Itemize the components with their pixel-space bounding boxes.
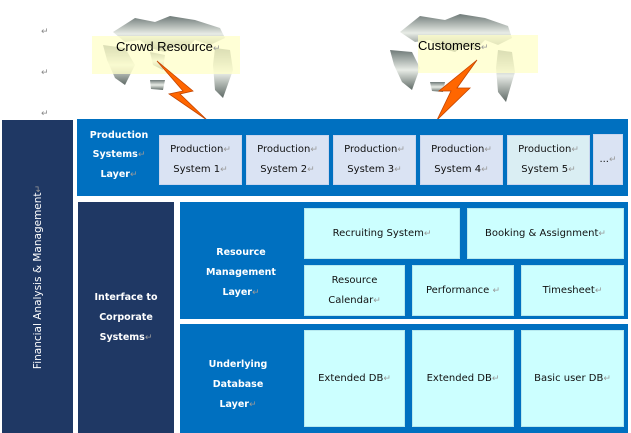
- box-line: System 5: [521, 164, 569, 175]
- more-label: ...: [599, 153, 609, 165]
- paragraph-mark: ↵: [480, 42, 489, 52]
- title-line: Layer↵: [182, 283, 300, 303]
- box-label: Basic user DB: [534, 372, 604, 384]
- box-line: Production: [344, 144, 398, 155]
- paragraph-mark: ↵: [609, 154, 617, 165]
- paragraph-mark: ↵: [144, 333, 153, 343]
- production-system-4[interactable]: Production↵ System 4↵: [420, 135, 503, 185]
- box-line: Production: [518, 144, 572, 155]
- extended-db-box-1[interactable]: Extended DB↵: [304, 330, 405, 427]
- production-system-3[interactable]: Production↵ System 3↵: [333, 135, 416, 185]
- paragraph-mark: ↵: [129, 170, 138, 180]
- box-line: System 3: [347, 164, 395, 175]
- basic-user-db-box[interactable]: Basic user DB↵: [521, 330, 624, 427]
- interface-line: Systems↵: [78, 328, 174, 348]
- box-label: Extended DB: [426, 372, 492, 384]
- customers-band: [418, 35, 538, 73]
- box-line: Calendar: [328, 294, 374, 306]
- paragraph-mark: ↵: [33, 184, 44, 192]
- paragraph-mark: ↵: [492, 285, 501, 296]
- paragraph-mark: ↵: [383, 373, 391, 384]
- resource-calendar-box[interactable]: Resource Calendar↵: [304, 265, 405, 316]
- customers-text: Customers: [418, 38, 481, 53]
- financial-analysis-panel: Financial Analysis & Management↵: [2, 120, 73, 433]
- financial-analysis-label: Financial Analysis & Management↵: [32, 184, 44, 368]
- production-system-2[interactable]: Production↵ System 2↵: [246, 135, 329, 185]
- resource-layer-title: Resource Management Layer↵: [182, 243, 300, 303]
- paragraph-mark: ↵: [397, 145, 405, 155]
- paragraph-mark: ↵: [598, 228, 606, 239]
- box-line: System 1: [173, 164, 221, 175]
- crowd-resource-label: Crowd Resource↵: [116, 39, 220, 54]
- interface-line: Interface to: [94, 292, 158, 303]
- title-line: Layer↵: [80, 165, 158, 185]
- title-line: Layer↵: [182, 395, 294, 415]
- paragraph-mark: ↵: [423, 228, 432, 239]
- interface-line-text: Systems: [99, 332, 145, 343]
- paragraph-mark: ↵: [223, 145, 231, 155]
- recruiting-system-box[interactable]: Recruiting System↵: [304, 208, 460, 259]
- crowd-resource-band: [92, 36, 240, 74]
- paragraph-mark: ↵: [481, 165, 489, 175]
- box-line: Production: [170, 144, 224, 155]
- financial-analysis-text: Financial Analysis & Management: [31, 191, 44, 369]
- lightning-bolt-icon: [156, 60, 208, 121]
- box-line: System 2: [260, 164, 308, 175]
- paragraph-mark: ↵: [594, 285, 603, 296]
- database-layer-title: Underlying Database Layer↵: [182, 355, 294, 415]
- performance-box[interactable]: Performance ↵: [412, 265, 514, 316]
- title-line-text: Layer: [100, 169, 130, 180]
- interface-line: Corporate: [99, 312, 153, 323]
- box-label: Performance: [425, 284, 490, 296]
- paragraph-mark: ↵: [571, 145, 579, 155]
- crowd-resource-text: Crowd Resource: [116, 39, 213, 54]
- paragraph-mark: ↵: [491, 373, 500, 384]
- title-line-text: Layer: [219, 399, 249, 410]
- paragraph-mark: ↵: [41, 27, 49, 37]
- paragraph-mark: ↵: [484, 145, 492, 155]
- box-line: System 4: [434, 164, 482, 175]
- title-line-text: Systems: [92, 149, 138, 160]
- timesheet-box[interactable]: Timesheet↵: [521, 265, 624, 316]
- box-line: Resource: [331, 274, 378, 286]
- box-line: Production: [431, 144, 485, 155]
- paragraph-mark: ↵: [568, 165, 576, 175]
- paragraph-mark: ↵: [137, 150, 146, 160]
- paragraph-mark: ↵: [307, 165, 315, 175]
- title-line: Underlying Database: [208, 359, 268, 390]
- box-label: Booking & Assignment: [485, 227, 599, 239]
- paragraph-mark: ↵: [603, 373, 611, 384]
- paragraph-mark: ↵: [220, 165, 228, 175]
- box-label: Recruiting System: [332, 227, 424, 239]
- box-line: Production: [257, 144, 311, 155]
- production-system-5[interactable]: Production↵ System 5↵: [507, 135, 590, 185]
- production-layer-title: Production Systems↵ Layer↵: [80, 126, 158, 185]
- booking-assignment-box[interactable]: Booking & Assignment↵: [467, 208, 624, 259]
- title-line-text: Layer: [222, 287, 252, 298]
- paragraph-mark: ↵: [212, 43, 221, 53]
- box-label: Extended DB: [318, 372, 384, 384]
- customers-label: Customers↵: [418, 38, 488, 53]
- paragraph-mark: ↵: [251, 288, 260, 298]
- title-line: Resource Management: [206, 247, 276, 278]
- paragraph-mark: ↵: [373, 295, 381, 306]
- paragraph-mark: ↵: [394, 165, 402, 175]
- lightning-bolt-icon: [436, 59, 478, 121]
- box-label: Timesheet: [542, 284, 595, 296]
- title-line: Production: [89, 130, 149, 141]
- production-system-1[interactable]: Production↵ System 1↵: [159, 135, 242, 185]
- more-systems-box[interactable]: ...↵: [593, 134, 623, 185]
- paragraph-mark: ↵: [41, 109, 49, 119]
- extended-db-box-2[interactable]: Extended DB↵: [412, 330, 514, 427]
- interface-corporate-panel: Interface to Corporate Systems↵: [78, 202, 174, 433]
- paragraph-mark: ↵: [41, 68, 49, 78]
- paragraph-mark: ↵: [310, 145, 318, 155]
- paragraph-mark: ↵: [248, 400, 257, 410]
- title-line: Systems↵: [80, 145, 158, 165]
